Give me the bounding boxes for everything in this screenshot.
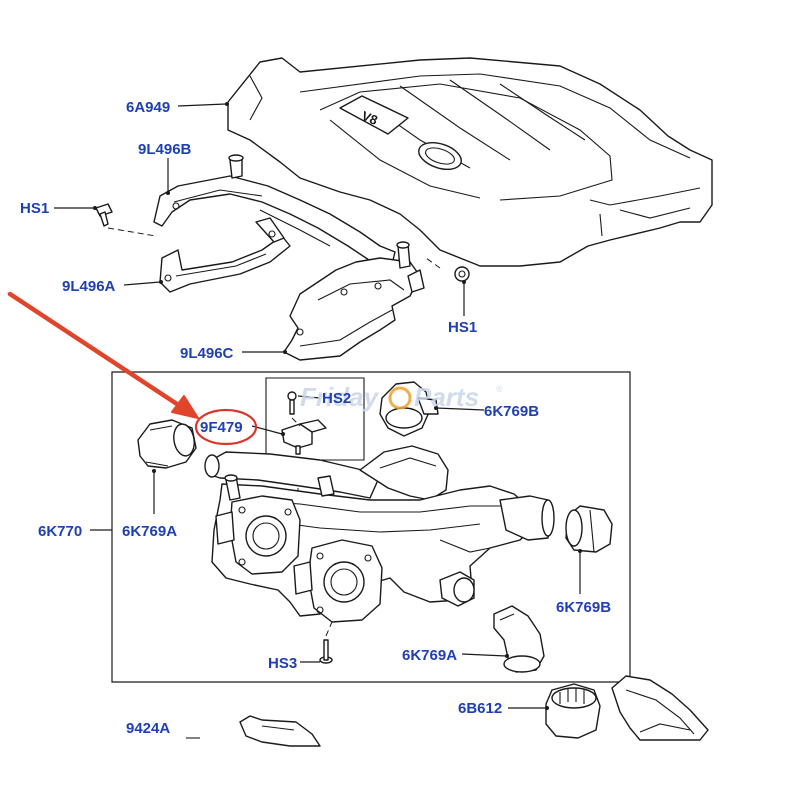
v8-badge: V8 (339, 95, 409, 135)
elbow-6k769a-left (137, 419, 197, 469)
label-hs2: HS2 (322, 390, 351, 407)
part-labels: 6A949 9L496B HS1 9L496A HS1 9L496C 9F479… (20, 99, 611, 737)
bolt-hs3 (319, 621, 333, 664)
label-9424a: 9424A (126, 720, 170, 737)
elbow-6k769b-right (565, 505, 613, 553)
label-6k769b-right: 6K769B (556, 599, 611, 616)
bracket-9l496c (283, 241, 425, 361)
screw-hs2 (287, 391, 301, 427)
watermark-text-1: Friday (300, 382, 380, 412)
watermark-text-2: Parts (414, 382, 479, 412)
watermark-registered-mark: ® (496, 384, 503, 394)
label-9l496c: 9L496C (180, 345, 234, 362)
elbow-6k769a-bottom (493, 605, 545, 673)
bracket-9l496b (153, 154, 396, 265)
label-6k769a-left: 6K769A (122, 523, 177, 540)
engine-cover: V8 (227, 57, 713, 267)
highlight-circle (194, 408, 258, 446)
label-hs1-right: HS1 (448, 319, 477, 336)
label-hs3: HS3 (268, 655, 297, 672)
air-duct-bottom-right (611, 675, 709, 741)
filler-cap-6b612 (545, 683, 601, 739)
label-6a949: 6A949 (126, 99, 170, 116)
v8-badge-text: V8 (360, 108, 380, 128)
watermark-gear-icon (388, 386, 412, 410)
throttle-body-1 (215, 495, 301, 575)
oval-logo (418, 142, 462, 170)
watermark: Friday Parts ® (300, 382, 503, 412)
label-6k769b-top: 6K769B (484, 403, 539, 420)
throttle-body-2 (293, 539, 383, 623)
elbow-6k769b-top (379, 381, 439, 437)
bolt-hs1-right (425, 257, 470, 282)
label-9l496b: 9L496B (138, 141, 192, 158)
part-9424a-fragment (186, 715, 321, 747)
label-9f479: 9F479 (200, 419, 243, 436)
label-hs1-left: HS1 (20, 200, 49, 217)
label-9l496a: 9L496A (62, 278, 116, 295)
intake-manifold (204, 445, 555, 623)
sensor-9f479 (281, 419, 327, 494)
label-6k770: 6K770 (38, 523, 82, 540)
bolt-hs1-left (95, 203, 157, 237)
highlight-arrow-head (171, 395, 199, 419)
highlight-arrow-shaft (7, 291, 189, 413)
sensor-detail-frame (265, 377, 365, 461)
highlight-annotation (7, 291, 258, 446)
label-6b612: 6B612 (458, 700, 502, 717)
label-6k769a-bottom: 6K769A (402, 647, 457, 664)
bracket-9l496a (159, 217, 291, 293)
